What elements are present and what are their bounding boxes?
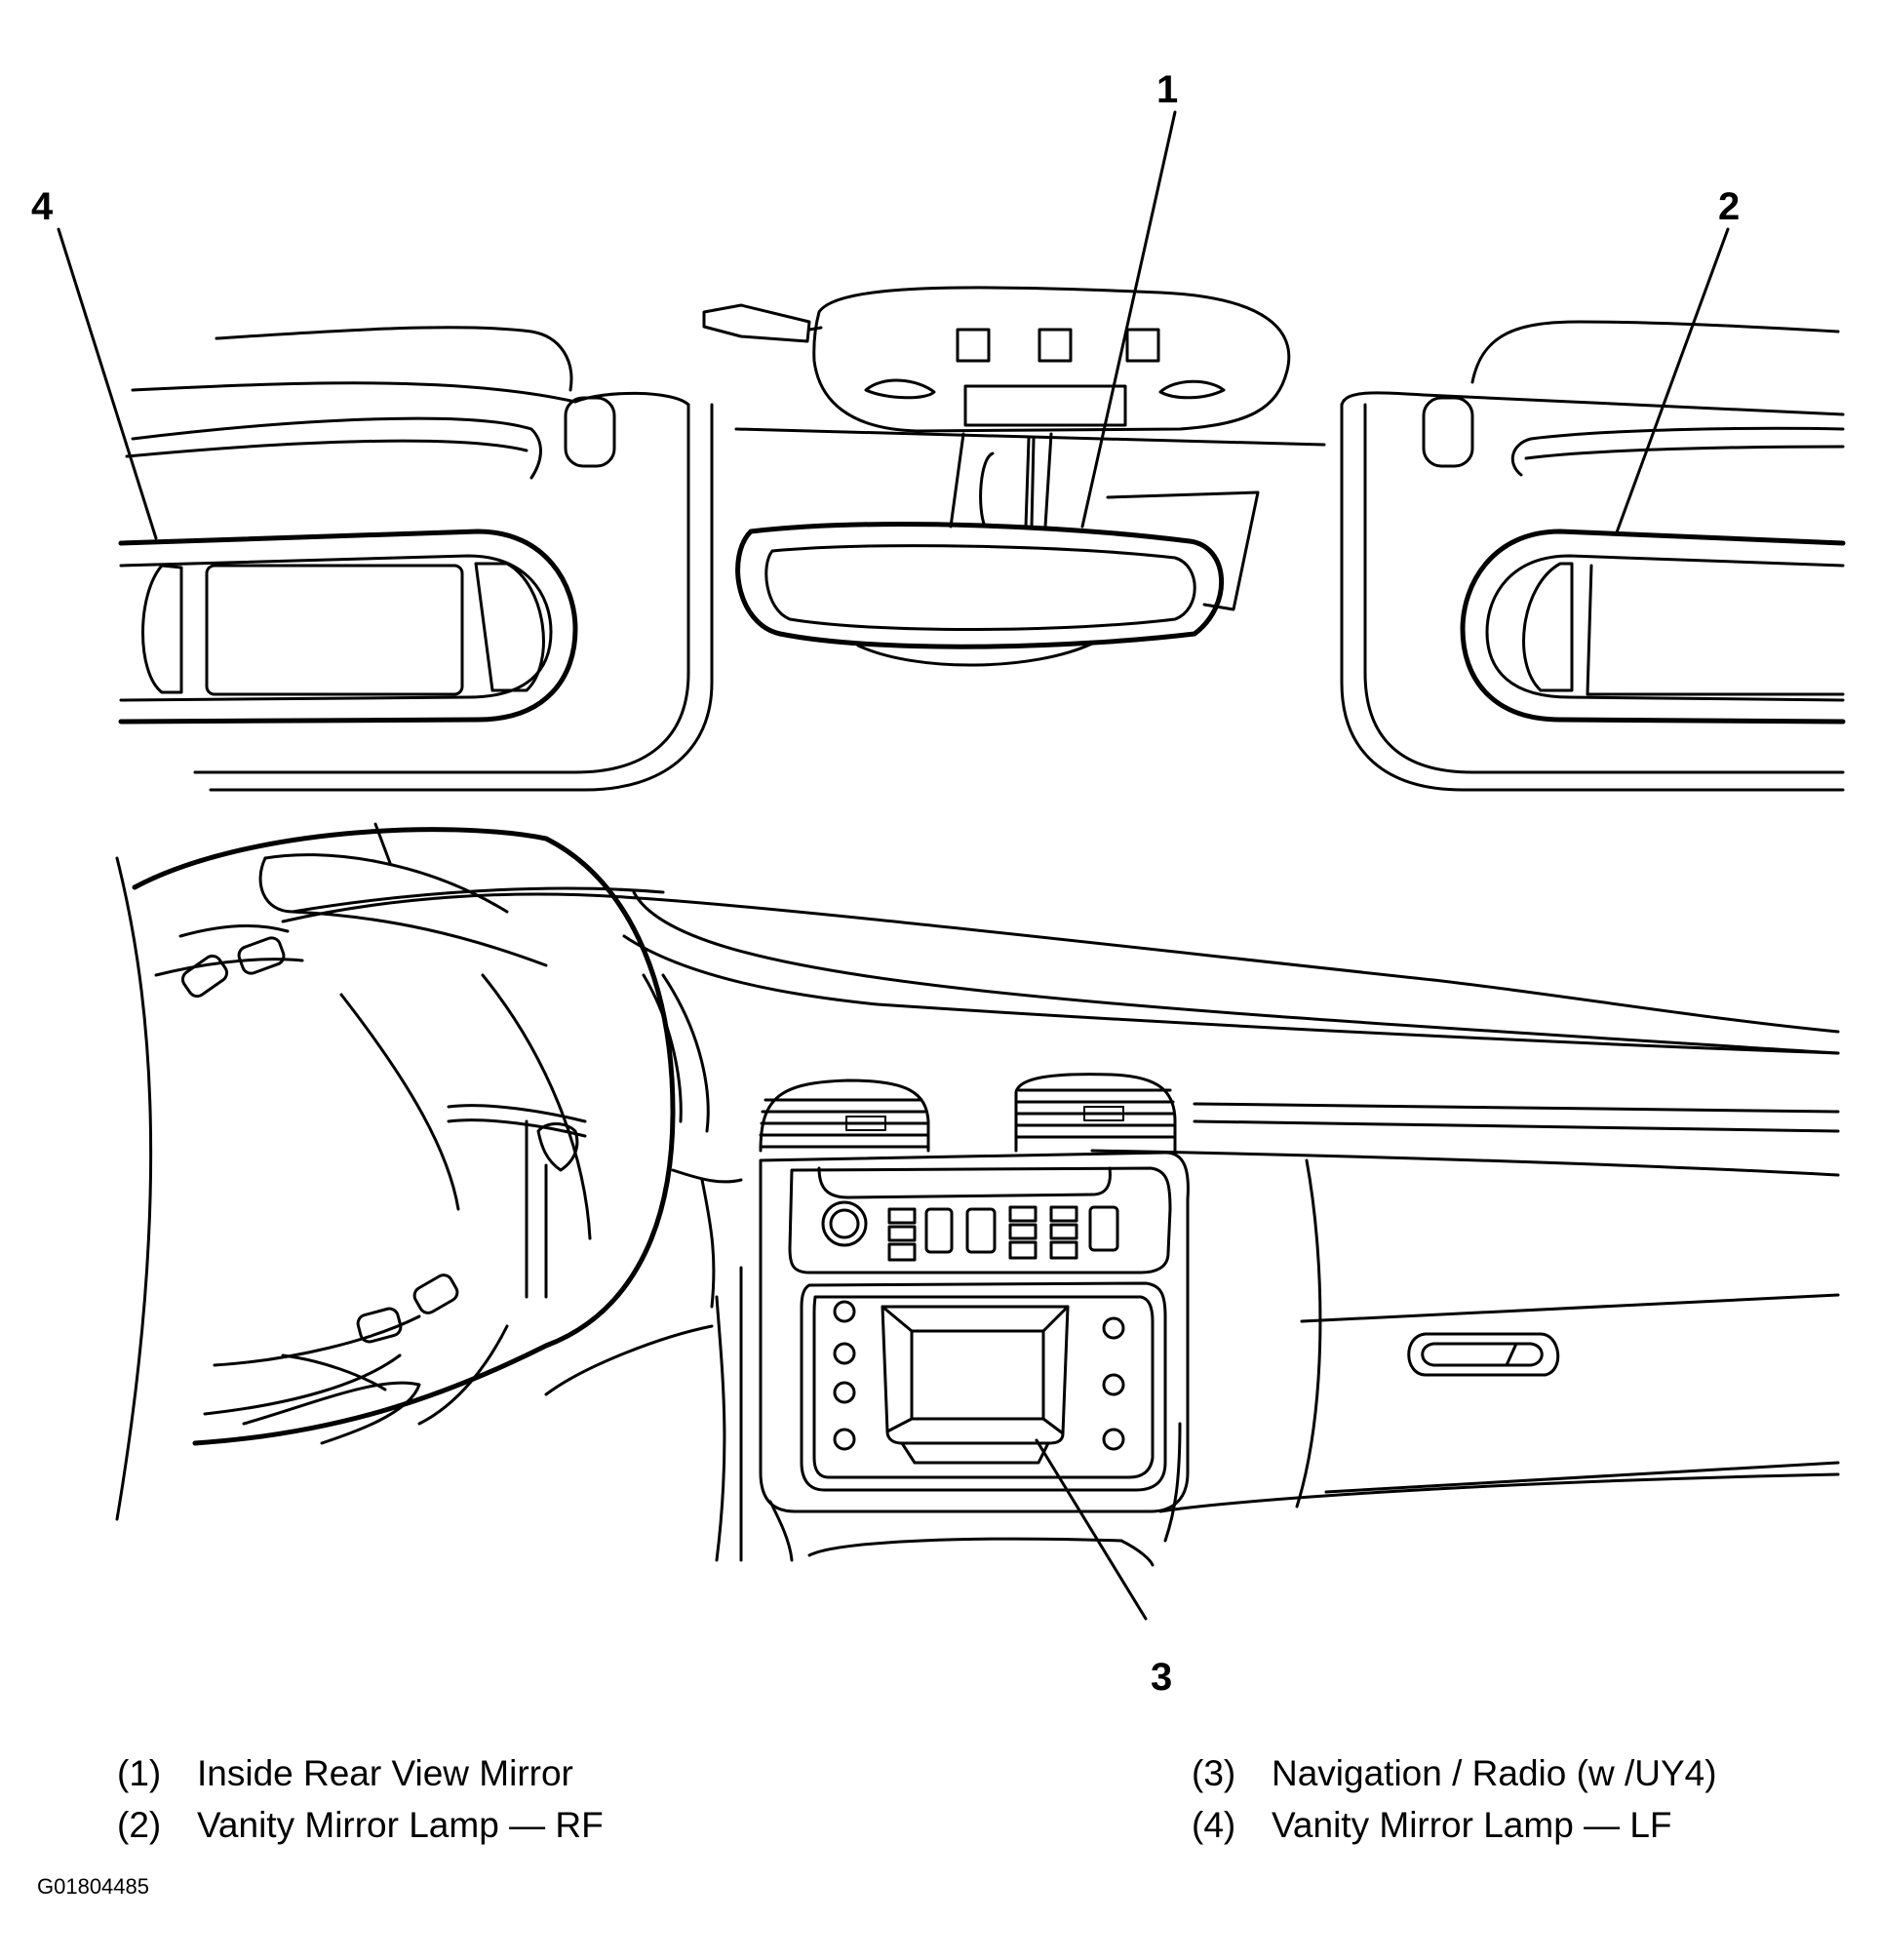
legend-item-2: (2) Vanity Mirror Lamp — RF [117, 1807, 604, 1843]
legend-label: Vanity Mirror Lamp — RF [197, 1805, 604, 1845]
legend-number: (3) [1192, 1753, 1236, 1793]
left-sun-visor [125, 326, 714, 792]
dashboard [281, 886, 1840, 1567]
legend-number: (4) [1192, 1805, 1236, 1845]
callout-1: 1 [1156, 68, 1179, 111]
legend-item-1: (1) Inside Rear View Mirror [117, 1755, 573, 1791]
callout-2: 2 [1718, 185, 1741, 228]
legend-label: Navigation / Radio (w /UY4) [1272, 1753, 1717, 1793]
instrument-cluster-area [447, 1104, 587, 1299]
legend-item-3: (3) Navigation / Radio (w /UY4) [1192, 1755, 1717, 1791]
legend-item-4: (4) Vanity Mirror Lamp — LF [1192, 1807, 1672, 1843]
leader-line-1 [1080, 110, 1177, 529]
center-stack-bezel [759, 1151, 1190, 1513]
headliner-edge-line [734, 427, 1326, 447]
climate-control-panel [788, 1166, 1172, 1274]
legend-label: Inside Rear View Mirror [197, 1753, 573, 1793]
leader-line-2 [1615, 227, 1730, 534]
legend-number: (2) [117, 1805, 162, 1845]
steering-wheel [115, 822, 676, 1521]
leader-line-3 [1035, 1438, 1148, 1621]
callout-4: 4 [31, 185, 54, 228]
air-vent-right [1014, 1073, 1177, 1153]
vanity-mirror-lamp-lf [118, 529, 578, 725]
overhead-console [702, 286, 1291, 433]
leader-line-4 [57, 227, 158, 540]
glove-box-handle [1407, 1332, 1560, 1377]
legend-label: Vanity Mirror Lamp — LF [1272, 1805, 1672, 1845]
figure-id: G01804485 [37, 1874, 149, 1899]
navigation-radio-unit [800, 1281, 1167, 1492]
air-vent-left [759, 1078, 930, 1153]
callout-3: 3 [1151, 1656, 1173, 1699]
vanity-mirror-lamp-rf [1460, 529, 1846, 725]
right-sun-visor [1340, 320, 1845, 792]
vehicle-interior-illustration [57, 110, 1846, 1621]
legend-number: (1) [117, 1753, 162, 1793]
inside-rear-view-mirror [735, 432, 1260, 667]
